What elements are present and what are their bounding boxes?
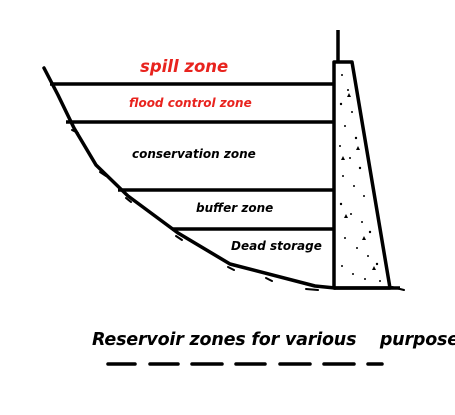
zone-boundaries	[50, 82, 334, 231]
zone-label-buffer: buffer zone	[196, 201, 273, 215]
dam	[332, 30, 400, 290]
dam-concrete-texture	[339, 74, 381, 282]
zone-label-dead-storage: Dead storage	[231, 239, 322, 253]
dam-body	[332, 60, 392, 290]
zone-label-conservation: conservation zone	[132, 147, 256, 161]
reservoir-bank	[42, 66, 337, 290]
diagram-caption: Reservoir zones for various purpose	[92, 330, 455, 350]
zone-label-spill: spill zone	[140, 57, 228, 76]
zone-label-flood-control: flood control zone	[129, 96, 252, 110]
